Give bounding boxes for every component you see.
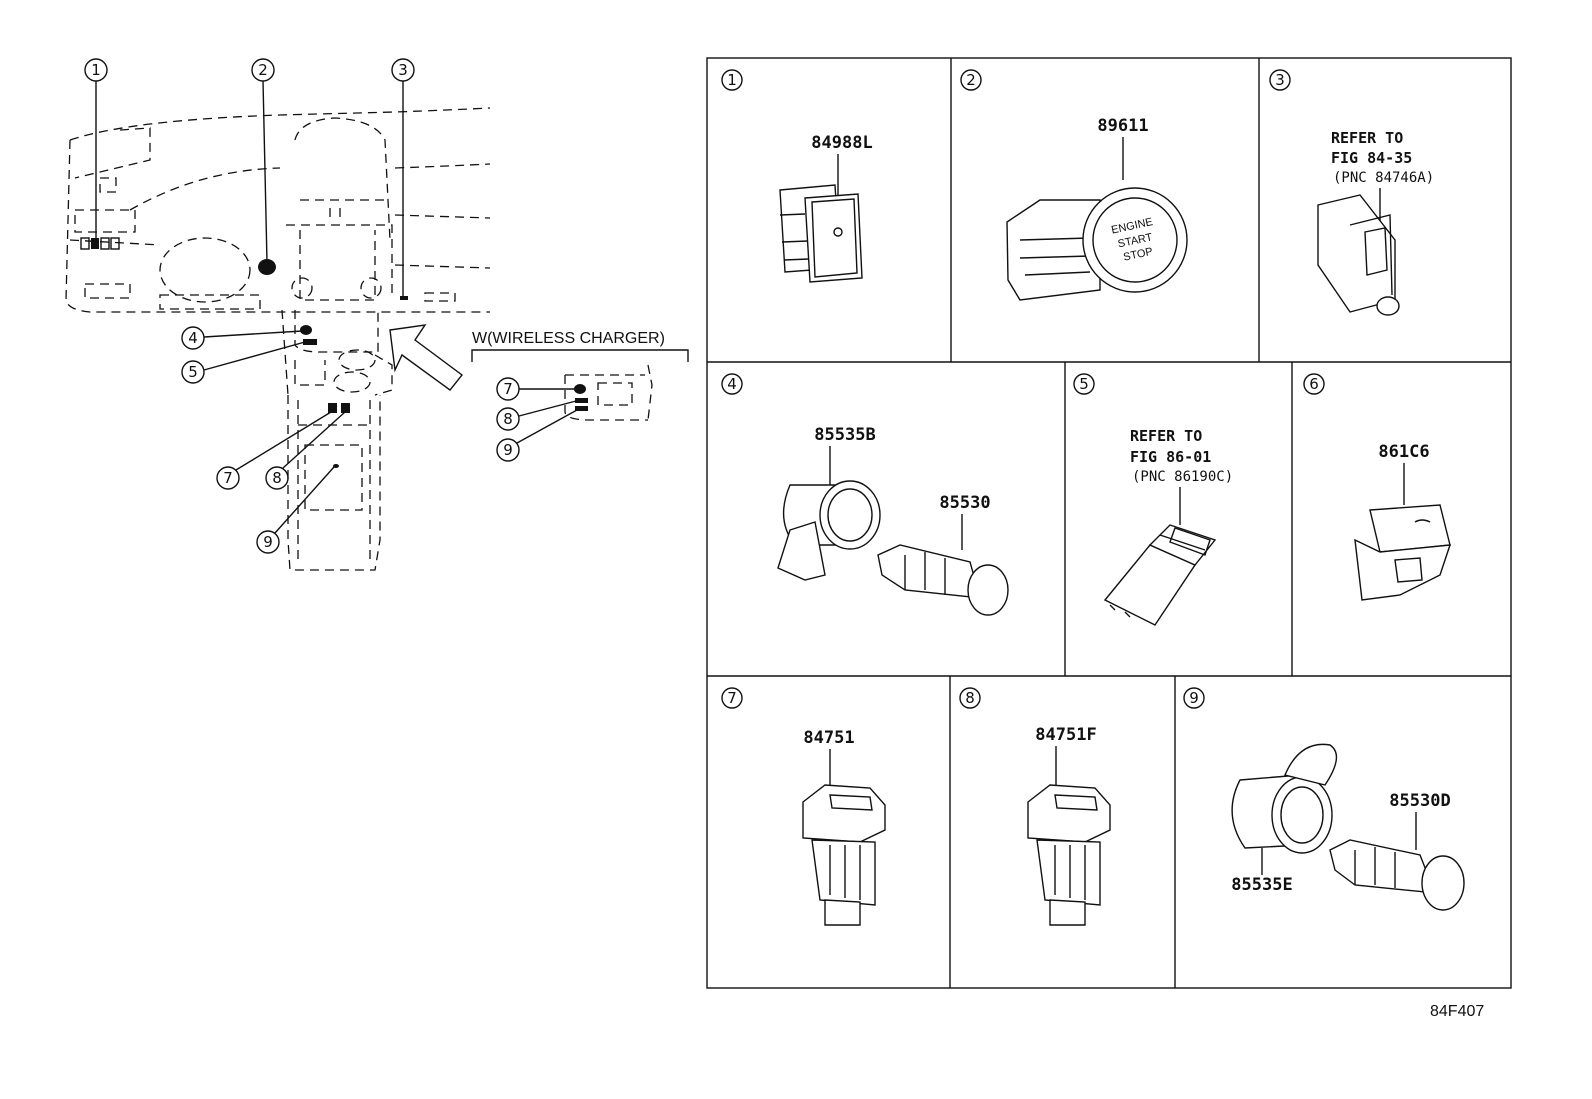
cell-1-number: 1 [727,71,737,89]
part-number-89611: 89611 [1097,116,1148,136]
cell-4: 4 85535B 85530 [721,373,1009,616]
dashboard-overview: 1 2 3 4 5 7 8 [65,58,491,571]
wireless-charger-inset: W(WIRELESS CHARGER) 7 8 9 [471,330,689,462]
switch-part-icon [1103,524,1217,626]
switch-part-icon [779,184,863,283]
part-number-861C6: 861C6 [1378,442,1429,462]
callout-7: 7 [216,411,332,490]
cell-3-refer-line-3: (PNC 84746A) [1333,170,1434,186]
cell-5-refer-line-3: (PNC 86190C) [1132,469,1233,485]
wireless-charger-label: W(WIRELESS CHARGER) [472,330,665,347]
cell-9: 9 85530D 85535E [1183,687,1465,911]
part-number-85535B: 85535B [814,425,875,445]
cell-3: 3 REFER TO FIG 84-35 (PNC 84746A) [1269,69,1434,316]
lighter-part-icon [1329,839,1465,911]
callout-8-label: 8 [272,469,282,487]
inset-callout-7: 7 [503,380,513,398]
switch-part-icon [1027,784,1111,926]
callout-1: 1 [84,58,108,240]
cell-1: 1 84988L [721,69,873,283]
callout-3: 3 [391,58,415,296]
cell-9-number: 9 [1189,689,1199,707]
part-number-84751F: 84751F [1035,725,1096,745]
inset-callout-8: 8 [503,410,513,428]
socket-part-icon [1231,743,1338,854]
cell-3-refer-line-2: FIG 84-35 [1331,149,1412,167]
switch-part-icon [1354,504,1452,601]
part-number-85535E: 85535E [1231,875,1292,895]
callout-2-label: 2 [258,61,268,79]
cell-8-number: 8 [965,689,975,707]
lighter-part-icon [877,544,1009,616]
callout-2: 2 [251,58,275,263]
switch-part-icon [1317,194,1400,316]
cell-7-number: 7 [727,689,737,707]
callout-4-label: 4 [188,329,198,347]
parts-grid: 1 84988L 2 89611 ENGINE STA [706,57,1512,989]
figure-code: 84F407 [1430,1003,1484,1020]
callout-9: 9 [256,466,335,554]
part-number-84988L: 84988L [811,133,872,153]
inset-callout-9: 9 [503,441,513,459]
callout-4: 4 [181,326,303,350]
callout-5-label: 5 [188,363,198,381]
callout-1-label: 1 [91,61,101,79]
callout-3-label: 3 [398,61,408,79]
cell-2: 2 89611 ENGINE START STOP [960,69,1188,301]
cell-5: 5 REFER TO FIG 86-01 (PNC 86190C) [1073,373,1233,626]
cell-8: 8 84751F [959,687,1111,926]
part-number-84751: 84751 [803,728,854,748]
socket-part-icon [777,480,881,581]
callout-8: 8 [265,411,346,490]
callout-7-label: 7 [223,469,233,487]
cell-2-number: 2 [966,71,976,89]
cell-6: 6 861C6 [1303,373,1452,601]
cell-5-refer-line-2: FIG 86-01 [1130,448,1211,466]
callout-9-label: 9 [263,533,273,551]
cell-4-number: 4 [727,375,737,393]
cell-3-refer-line-1: REFER TO [1331,129,1403,147]
cell-7: 7 84751 [721,687,886,926]
switch-part-icon [802,784,886,926]
part-number-85530: 85530 [939,493,990,513]
cell-6-number: 6 [1309,375,1319,393]
start-stop-button-icon: ENGINE START STOP [1006,187,1188,301]
cell-5-number: 5 [1079,375,1089,393]
cell-5-refer-line-1: REFER TO [1130,427,1202,445]
callout-5: 5 [181,341,306,384]
part-number-85530D: 85530D [1389,791,1450,811]
cell-3-number: 3 [1275,71,1285,89]
